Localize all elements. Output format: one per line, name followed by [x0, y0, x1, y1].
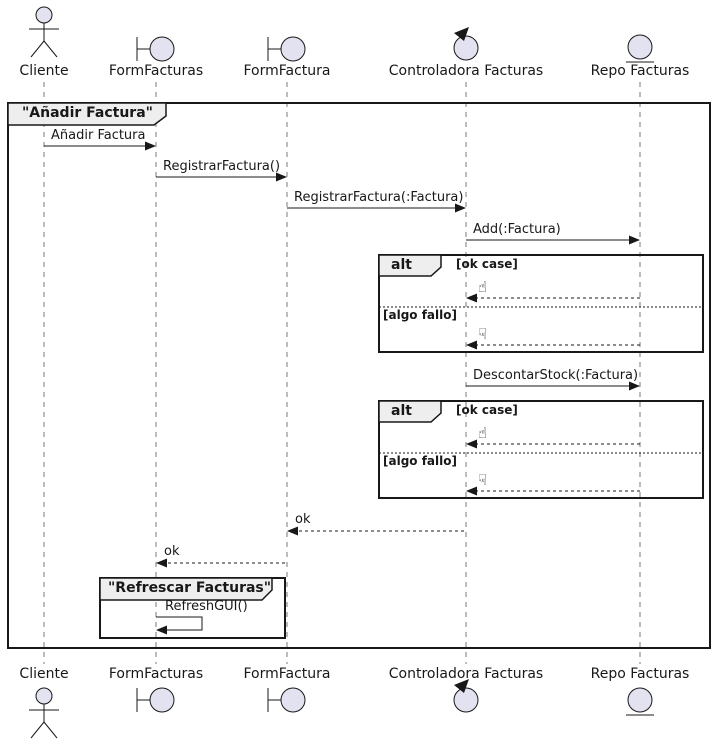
alt-fragment-2-tab [378, 400, 442, 423]
alt-fragment-1-border [378, 254, 704, 353]
thumbs-up-icon-1: ☝ [478, 278, 488, 296]
return-arrow-ok-1 [287, 526, 464, 536]
message-arrow-anadir-factura [44, 141, 156, 151]
participant-label-formfactura-top: FormFactura [243, 63, 331, 79]
return-arrow-thumbs-up-2 [466, 439, 640, 449]
alt-fragment-2-border [378, 400, 704, 499]
thumbs-up-icon-2: ☝ [478, 424, 488, 442]
participant-label-cliente-bottom: Cliente [19, 666, 69, 682]
message-arrow-registrarfactura [156, 172, 287, 182]
alt-guard-algo-fallo-2: [algo fallo] [383, 454, 457, 468]
boundary-icon-formfacturas-top [136, 36, 175, 62]
message-label-add-factura: Add(:Factura) [473, 222, 561, 237]
return-arrow-ok-2 [156, 558, 285, 568]
message-label-descontarstock: DescontarStock(:Factura) [473, 368, 639, 383]
participant-label-repo-top: Repo Facturas [590, 63, 690, 79]
boundary-icon-formfacturas-bottom [136, 687, 175, 713]
return-arrow-thumbs-up-1 [466, 293, 640, 303]
participant-label-formfacturas-bottom: FormFacturas [108, 666, 204, 682]
alt-operator-2: alt [391, 403, 412, 419]
group-frame-title: "Refrescar Facturas" [108, 580, 272, 596]
alt-guard-ok-case-1: [ok case] [456, 257, 518, 271]
entity-icon-repo-bottom [626, 687, 654, 716]
alt-guard-algo-fallo-1: [algo fallo] [383, 308, 457, 322]
message-label-ok-2: ok [164, 544, 180, 559]
message-arrow-registrarfactura-factura [287, 203, 466, 213]
message-arrow-descontarstock [466, 381, 640, 391]
message-label-anadir-factura: Añadir Factura [51, 128, 146, 143]
actor-icon-cliente-bottom [29, 687, 59, 739]
control-icon-controladora-top [453, 27, 479, 61]
alt-operator-1: alt [391, 257, 412, 273]
participant-label-controladora-top: Controladora Facturas [388, 63, 544, 79]
main-frame-title: "Añadir Factura" [22, 105, 153, 121]
entity-icon-repo-top [626, 34, 654, 63]
participant-label-controladora-bottom: Controladora Facturas [388, 666, 544, 682]
message-label-refreshgui: RefreshGUI() [165, 599, 248, 614]
boundary-icon-formfactura-bottom [267, 687, 306, 713]
message-arrow-add-factura [466, 235, 640, 245]
main-frame-title-tab [7, 102, 167, 126]
participant-label-cliente-top: Cliente [19, 63, 69, 79]
thumbs-down-icon-1: ☟ [478, 325, 488, 343]
participant-label-formfactura-bottom: FormFactura [243, 666, 331, 682]
return-arrow-thumbs-down-2 [466, 486, 640, 496]
actor-icon-cliente-top [29, 6, 59, 58]
message-label-registrarfactura: RegistrarFactura() [163, 159, 281, 174]
boundary-icon-formfactura-top [267, 36, 306, 62]
alt-guard-ok-case-2: [ok case] [456, 403, 518, 417]
thumbs-down-icon-2: ☟ [478, 471, 488, 489]
return-arrow-thumbs-down-1 [466, 340, 640, 350]
message-label-registrarfactura-factura: RegistrarFactura(:Factura) [294, 190, 464, 205]
self-message-arrow-refreshgui [156, 616, 203, 635]
message-label-ok-1: ok [295, 512, 311, 527]
control-icon-controladora-bottom [453, 679, 479, 713]
alt-fragment-1-tab [378, 254, 442, 277]
main-frame-border [7, 102, 711, 649]
participant-label-formfacturas-top: FormFacturas [108, 63, 204, 79]
group-frame-title-tab [99, 577, 273, 601]
participant-label-repo-bottom: Repo Facturas [590, 666, 690, 682]
